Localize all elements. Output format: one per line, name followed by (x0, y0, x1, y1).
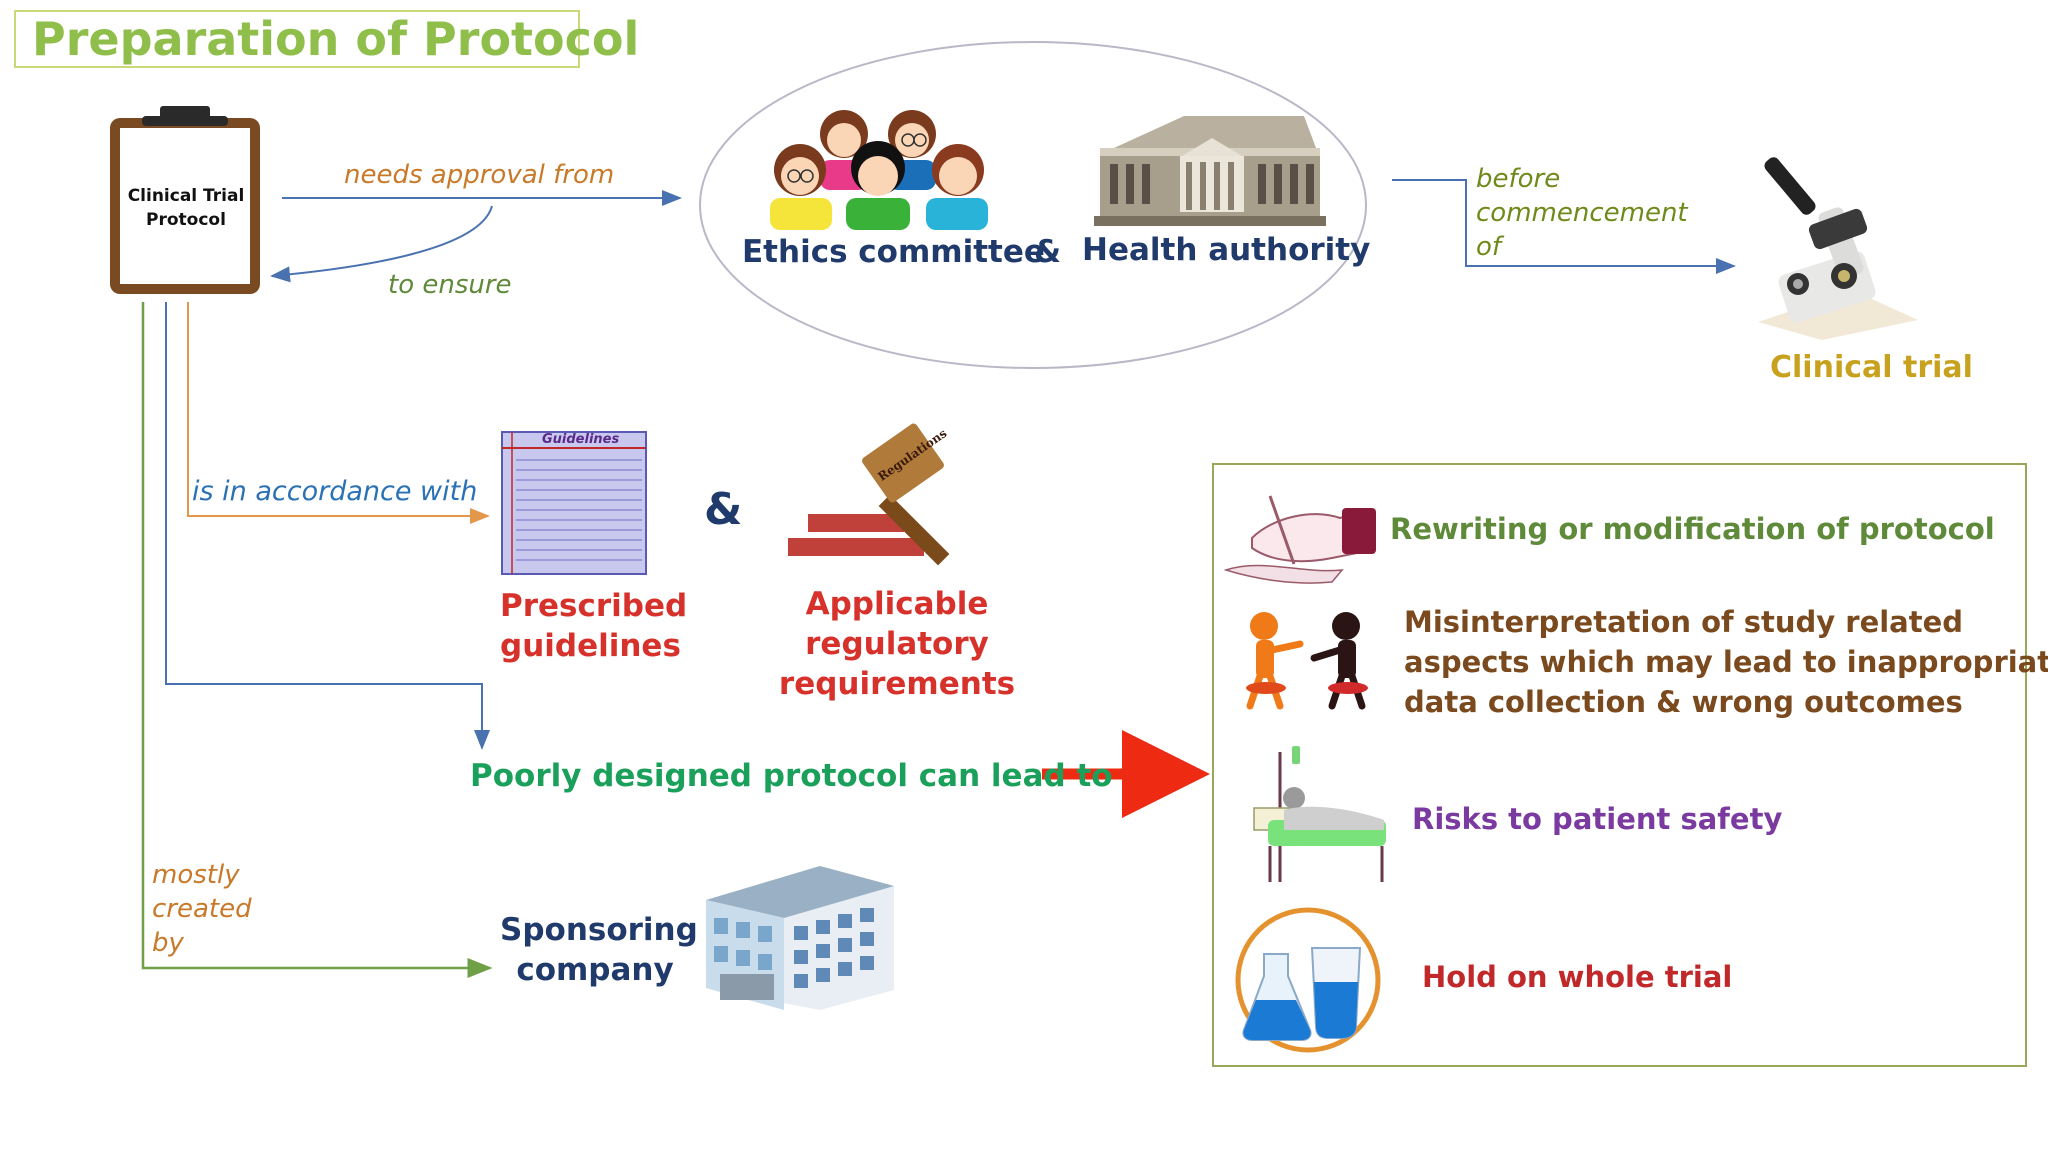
clinical-trial-label: Clinical trial (1770, 350, 1973, 385)
mostly-created-label: mostly created by (152, 858, 252, 960)
company-building-icon (706, 866, 894, 1010)
regulatory-requirements-label: Applicable regulatory requirements (722, 584, 1072, 704)
prescribed-guidelines-label: Prescribed guidelines (500, 586, 688, 666)
consequence-rewriting: Rewriting or modification of protocol (1390, 512, 1995, 546)
microscope-icon (1758, 157, 1918, 340)
clipboard-line-1: Clinical Trial (127, 186, 245, 206)
needs-approval-label: needs approval from (344, 160, 615, 190)
hospital-bed-icon (1253, 746, 1386, 882)
prescribed-line-1: Prescribed (500, 588, 688, 624)
writing-hand-icon (1223, 495, 1376, 584)
page-title: Preparation of Protocol (32, 12, 640, 66)
prescribed-line-2: guidelines (500, 628, 681, 664)
mostly-created-line-1: mostly (152, 860, 240, 890)
consequence-misinterpretation: Misinterpretation of study related aspec… (1404, 602, 2048, 722)
poorly-designed-label: Poorly designed protocol can lead to (470, 758, 1113, 794)
before-commencement-line-3: of (1476, 232, 1502, 262)
mostly-created-line-3: by (152, 928, 184, 958)
sponsoring-company-label: Sponsoring company (500, 910, 698, 990)
regulatory-line-1: Applicable regulatory (805, 586, 989, 662)
misinterpretation-line-2: aspects which may lead to inappropriate (1404, 645, 2048, 679)
consequence-patient-safety: Risks to patient safety (1412, 802, 1783, 836)
clipboard-line-2: Protocol (146, 210, 226, 230)
clipboard-icon (110, 106, 260, 294)
two-people-icon (1246, 612, 1368, 710)
mostly-created-line-2: created (152, 894, 252, 924)
ethics-committee-label: Ethics committee (742, 234, 1045, 270)
title-box (14, 10, 580, 68)
to-ensure-label: to ensure (388, 270, 512, 300)
health-authority-label: Health authority (1082, 232, 1371, 268)
sponsor-line-2: company (516, 952, 674, 988)
clipboard-label: Clinical Trial Protocol (122, 184, 250, 232)
misinterpretation-line-3: data collection & wrong outcomes (1404, 685, 1963, 719)
regulatory-line-2: requirements (778, 666, 1016, 702)
ampersand-approval: & (1034, 234, 1062, 270)
gavel-icon (788, 423, 950, 566)
misinterpretation-line-1: Misinterpretation of study related (1404, 605, 1964, 639)
sponsor-line-1: Sponsoring (500, 912, 698, 948)
consequence-hold-trial: Hold on whole trial (1422, 960, 1733, 994)
accordance-label: is in accordance with (192, 476, 478, 507)
before-commencement-line-1: before (1476, 164, 1561, 194)
ampersand-middle: & (704, 484, 743, 535)
ethics-committee-icon (770, 110, 988, 230)
consequences-box (1212, 463, 2027, 1067)
flasks-icon (1235, 907, 1381, 1053)
approval-ellipse (699, 41, 1367, 369)
guidelines-document-icon (501, 431, 647, 575)
before-commencement-label: before commencement of (1476, 162, 1688, 264)
before-commencement-line-2: commencement (1476, 198, 1688, 228)
guidelines-doc-label: Guidelines (542, 432, 620, 447)
health-authority-building-icon (1094, 116, 1326, 226)
